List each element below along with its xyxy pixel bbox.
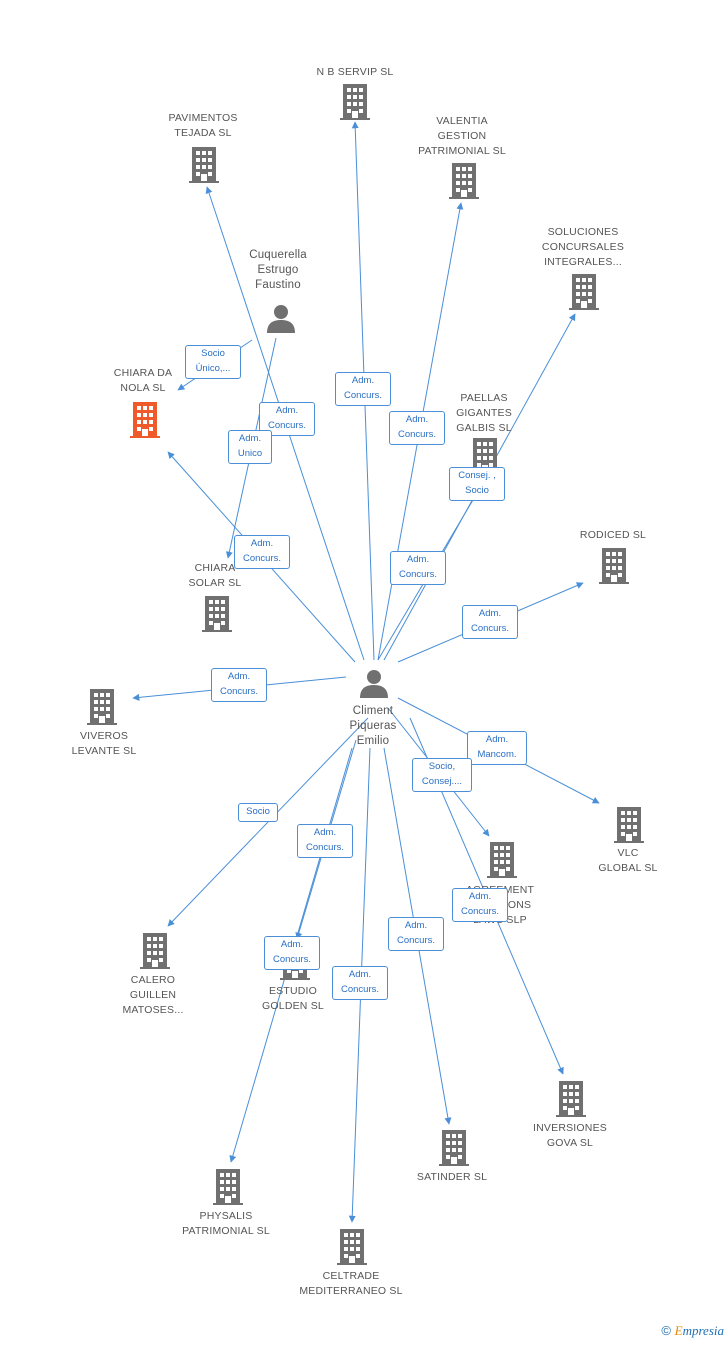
company-label[interactable]: VLC GLOBAL SL bbox=[598, 847, 658, 874]
building-icon[interactable] bbox=[130, 402, 160, 443]
company-label[interactable]: SATINDER SL bbox=[416, 1170, 488, 1183]
copyright-icon: © bbox=[661, 1323, 672, 1338]
building-icon[interactable] bbox=[337, 1229, 367, 1270]
company-label[interactable]: SOLUCIONES CONCURSALES INTEGRALES... bbox=[541, 225, 625, 268]
relationship-label[interactable]: Adm. Mancom. bbox=[467, 731, 527, 765]
company-label[interactable]: VIVEROS LEVANTE SL bbox=[71, 730, 137, 757]
building-icon[interactable] bbox=[87, 689, 117, 730]
relationship-label[interactable]: Consej. , Socio bbox=[449, 467, 505, 501]
relationship-label[interactable]: Adm. Concurs. bbox=[264, 936, 320, 970]
relationship-label[interactable]: Socio, Consej.... bbox=[412, 758, 472, 792]
relationship-label[interactable]: Adm. Concurs. bbox=[389, 411, 445, 445]
company-label[interactable]: PAVIMENTOS TEJADA SL bbox=[168, 112, 238, 139]
relationship-label[interactable]: Adm. Concurs. bbox=[390, 551, 446, 585]
company-label[interactable]: CALERO GUILLEN MATOSES... bbox=[122, 973, 184, 1016]
relationship-label[interactable]: Adm. Concurs. bbox=[462, 605, 518, 639]
building-icon[interactable] bbox=[439, 1130, 469, 1171]
relationship-label[interactable]: Socio Único,... bbox=[185, 345, 241, 379]
relationship-label[interactable]: Adm. Concurs. bbox=[388, 917, 444, 951]
company-label[interactable]: CHIARA SOLAR SL bbox=[188, 562, 242, 589]
company-label[interactable]: VALENTIA GESTION PATRIMONIAL SL bbox=[418, 114, 506, 157]
brand-logo-initial: E bbox=[674, 1323, 683, 1338]
relationship-edge bbox=[167, 717, 369, 927]
building-icon[interactable] bbox=[140, 933, 170, 974]
building-icon[interactable] bbox=[487, 842, 517, 883]
relationship-label[interactable]: Adm. Concurs. bbox=[234, 535, 290, 569]
relationship-label[interactable]: Adm. Unico bbox=[228, 430, 272, 464]
person-label[interactable]: Climent Piqueras Emilio bbox=[349, 704, 397, 747]
building-icon[interactable] bbox=[569, 274, 599, 315]
company-label[interactable]: INVERSIONES GOVA SL bbox=[533, 1122, 607, 1149]
relationship-label[interactable]: Adm. Concurs. bbox=[332, 966, 388, 1000]
relationship-label[interactable]: Adm. Concurs. bbox=[335, 372, 391, 406]
company-label[interactable]: PAELLAS GIGANTES GALBIS SL bbox=[456, 391, 512, 434]
building-icon[interactable] bbox=[340, 84, 370, 125]
copyright-notice: © Empresia bbox=[661, 1323, 724, 1339]
building-icon[interactable] bbox=[202, 596, 232, 637]
person-icon[interactable] bbox=[266, 303, 296, 338]
company-label[interactable]: PHYSALIS PATRIMONIAL SL bbox=[182, 1210, 270, 1237]
company-label[interactable]: ESTUDIO GOLDEN SL bbox=[262, 985, 324, 1012]
company-label[interactable]: RODICED SL bbox=[579, 528, 647, 541]
building-icon[interactable] bbox=[189, 147, 219, 188]
relationship-label[interactable]: Adm. Concurs. bbox=[452, 888, 508, 922]
building-icon[interactable] bbox=[614, 807, 644, 848]
brand-logo-text: mpresia bbox=[682, 1323, 724, 1338]
building-icon[interactable] bbox=[556, 1081, 586, 1122]
company-label[interactable]: CHIARA DA NOLA SL bbox=[113, 367, 173, 394]
person-label[interactable]: Cuquerella Estrugo Faustino bbox=[249, 248, 307, 291]
person-icon[interactable] bbox=[359, 668, 389, 703]
company-label[interactable]: CELTRADE MEDITERRANEO SL bbox=[299, 1270, 403, 1297]
relationship-label[interactable]: Socio bbox=[238, 802, 278, 822]
building-icon[interactable] bbox=[213, 1169, 243, 1210]
building-icon[interactable] bbox=[599, 548, 629, 589]
relationship-label[interactable]: Adm. Concurs. bbox=[297, 824, 353, 858]
building-icon[interactable] bbox=[449, 163, 479, 204]
company-label[interactable]: N B SERVIP SL bbox=[316, 65, 394, 78]
relationship-label[interactable]: Adm. Concurs. bbox=[211, 668, 267, 702]
